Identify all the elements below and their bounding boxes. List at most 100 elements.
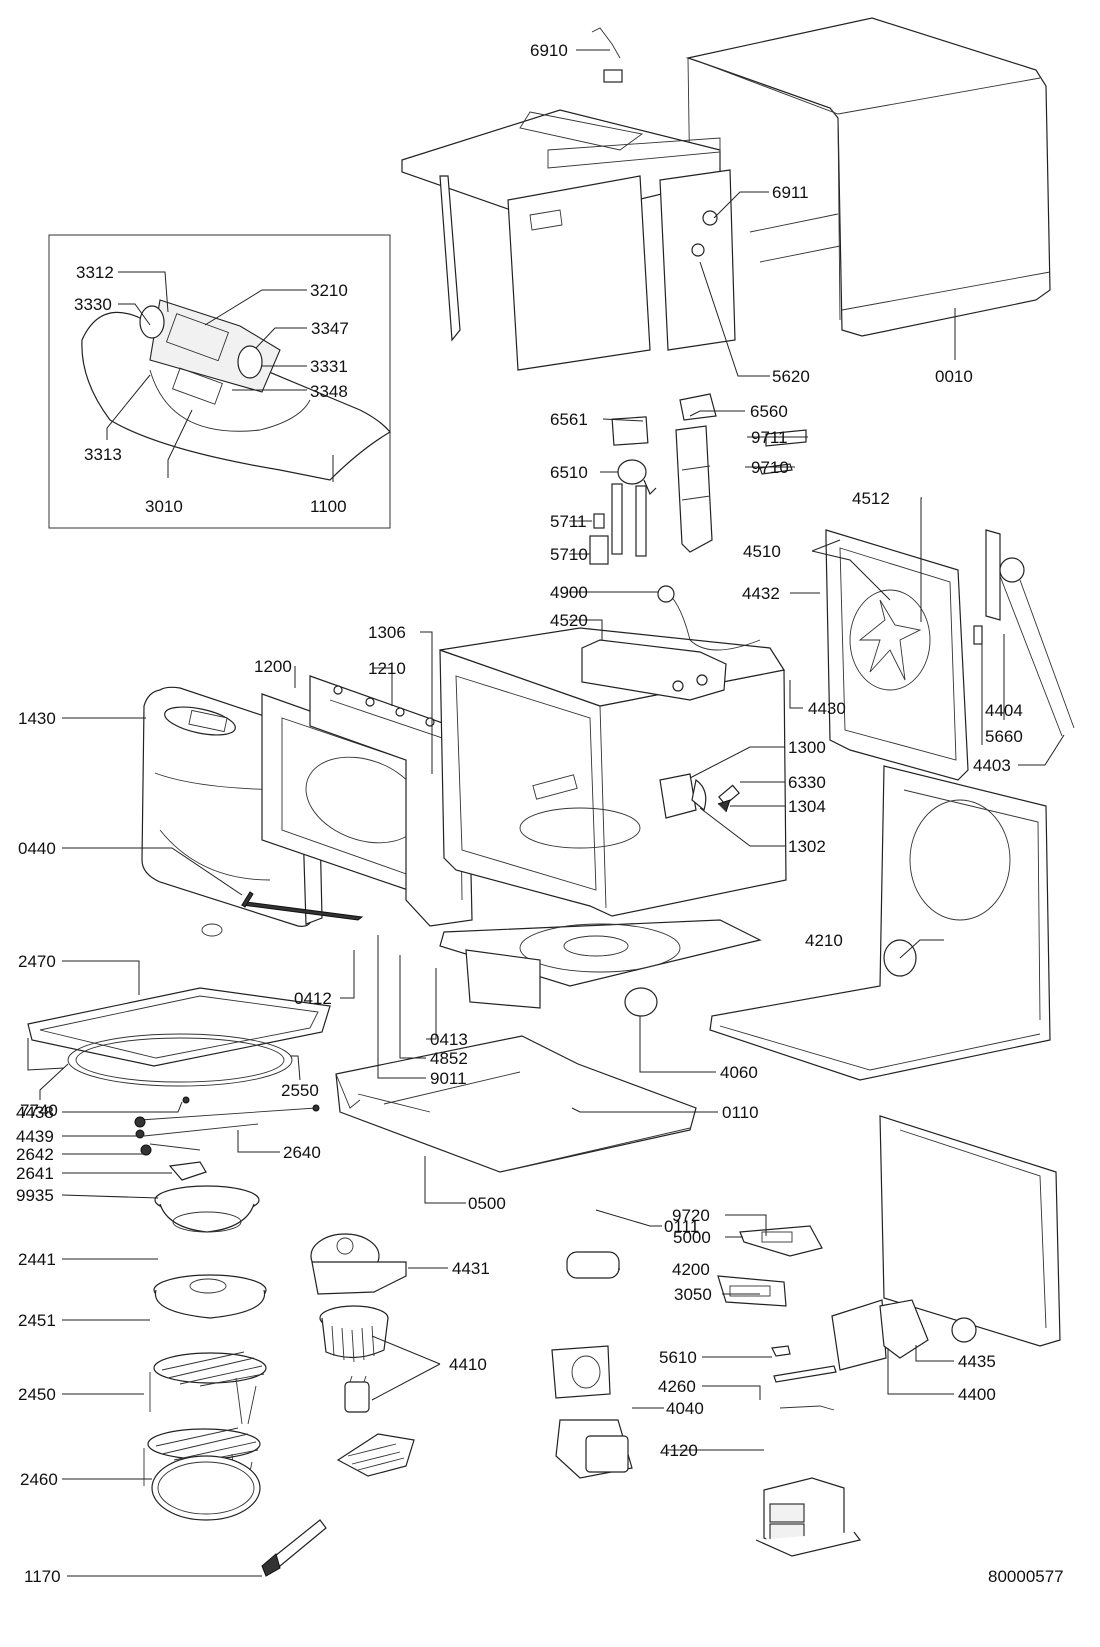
- drawer-part: [335, 1035, 697, 1173]
- label-4403: 4403: [973, 756, 1011, 775]
- label-0412: 0412: [294, 989, 332, 1008]
- high-rack-part: [149, 1351, 267, 1425]
- label-2470: 2470: [18, 952, 56, 971]
- label-6560: 6560: [750, 402, 788, 421]
- label-4404: 4404: [985, 701, 1023, 720]
- label-2641: 2641: [16, 1164, 54, 1183]
- label-9935: 9935: [16, 1186, 54, 1205]
- leader-lines: [27, 49, 1065, 1577]
- label-5620: 5620: [772, 367, 810, 386]
- label-4512: 4512: [852, 489, 890, 508]
- label-1170: 1170: [24, 1567, 61, 1586]
- crisp-plate-part: [154, 1185, 260, 1233]
- label-3347: 3347: [311, 319, 349, 338]
- label-4852: 4852: [430, 1049, 468, 1068]
- label-2460: 2460: [20, 1470, 58, 1489]
- label-2640: 2640: [283, 1143, 321, 1162]
- label-2550: 2550: [281, 1081, 319, 1100]
- baking-pan-part: [151, 1455, 261, 1521]
- relay-board-part: [717, 1275, 787, 1307]
- belt-and-bracket-part: [973, 529, 1075, 737]
- label-6561: 6561: [550, 410, 588, 429]
- label-0413: 0413: [430, 1030, 468, 1049]
- turntable-motor-part: [624, 987, 658, 1017]
- label-4439: 4439: [16, 1127, 54, 1146]
- label-4510: 4510: [743, 542, 781, 561]
- label-4430: 4430: [808, 699, 846, 718]
- oven-cavity-part: [439, 627, 787, 917]
- label-2451: 2451: [18, 1311, 56, 1330]
- label-6330: 6330: [788, 773, 826, 792]
- right-side-panel-part: [831, 1115, 1061, 1371]
- label-1306: 1306: [368, 623, 406, 642]
- blower-motor-part: [344, 1375, 370, 1413]
- label-5610: 5610: [659, 1348, 697, 1367]
- part-labels: 6910 6911 5620 0010 3312 3210 3330 3347 …: [16, 41, 1064, 1586]
- label-2441: 2441: [18, 1250, 56, 1269]
- label-2450: 2450: [18, 1385, 56, 1404]
- label-3331: 3331: [310, 357, 348, 376]
- small-switch-parts: [771, 1345, 837, 1411]
- transformer-part: [755, 1477, 862, 1557]
- label-4900: 4900: [550, 583, 588, 602]
- label-4040: 4040: [666, 1399, 704, 1418]
- label-4520: 4520: [550, 611, 588, 630]
- label-1304: 1304: [788, 797, 826, 816]
- label-1430: 1430: [18, 709, 56, 728]
- label-0500: 0500: [468, 1194, 506, 1213]
- label-3348: 3348: [310, 382, 348, 401]
- label-1300: 1300: [788, 738, 826, 757]
- label-4410: 4410: [449, 1355, 487, 1374]
- label-3312: 3312: [76, 263, 114, 282]
- label-5000: 5000: [673, 1228, 711, 1247]
- blower-housing-part: [310, 1233, 407, 1295]
- label-0111: 0111: [664, 1217, 699, 1236]
- blower-wheel-part: [319, 1305, 389, 1363]
- capacitor-part: [566, 1251, 620, 1279]
- label-5660: 5660: [985, 727, 1023, 746]
- label-4060: 4060: [720, 1063, 758, 1082]
- wire-clip-part: [591, 27, 623, 83]
- door-switch-parts: [659, 773, 740, 819]
- diode-bracket-part: [551, 1345, 611, 1399]
- label-3050: 3050: [674, 1285, 712, 1304]
- top-frame-part: [401, 109, 736, 371]
- outer-cabinet-part: [685, 17, 1051, 337]
- magnetron-part: [555, 1419, 633, 1479]
- label-3210: 3210: [310, 281, 348, 300]
- control-panel-inset-frame: [48, 234, 391, 529]
- label-3313: 3313: [84, 445, 122, 464]
- label-1302: 1302: [788, 837, 826, 856]
- label-6910: 6910: [530, 41, 568, 60]
- label-9711: 9711: [751, 428, 788, 447]
- label-4210: 4210: [805, 931, 843, 950]
- label-6911: 6911: [772, 183, 809, 202]
- label-9710: 9710: [751, 458, 789, 477]
- label-4432: 4432: [742, 584, 780, 603]
- label-4435: 4435: [958, 1352, 996, 1371]
- cover-dish-part: [153, 1274, 267, 1319]
- label-3330: 3330: [74, 295, 112, 314]
- label-9720: 9720: [672, 1206, 710, 1225]
- label-4200: 4200: [672, 1260, 710, 1279]
- label-5710: 5710: [550, 545, 588, 564]
- label-4431: 4431: [452, 1259, 490, 1278]
- label-0110: 0110: [722, 1103, 759, 1122]
- label-7740: 7740: [20, 1101, 58, 1120]
- label-0440: 0440: [18, 839, 56, 858]
- label-1200: 1200: [254, 657, 292, 676]
- label-3010: 3010: [145, 497, 183, 516]
- label-6510: 6510: [550, 463, 588, 482]
- label-4120: 4120: [660, 1441, 698, 1460]
- control-panel-part: [81, 299, 391, 481]
- glass-tray-part: [27, 987, 331, 1087]
- filter-grille-part: [336, 1433, 415, 1477]
- label-1210: 1210: [368, 659, 406, 678]
- cavity-floor-part: [439, 919, 762, 1009]
- label-0010: 0010: [935, 367, 973, 386]
- convection-fan-panel-part: [825, 529, 969, 781]
- roller-support-part: [134, 1096, 320, 1181]
- lamp-and-holder-parts: [589, 393, 807, 651]
- base-plate-part: [709, 765, 1051, 1081]
- label-2642: 2642: [16, 1145, 54, 1164]
